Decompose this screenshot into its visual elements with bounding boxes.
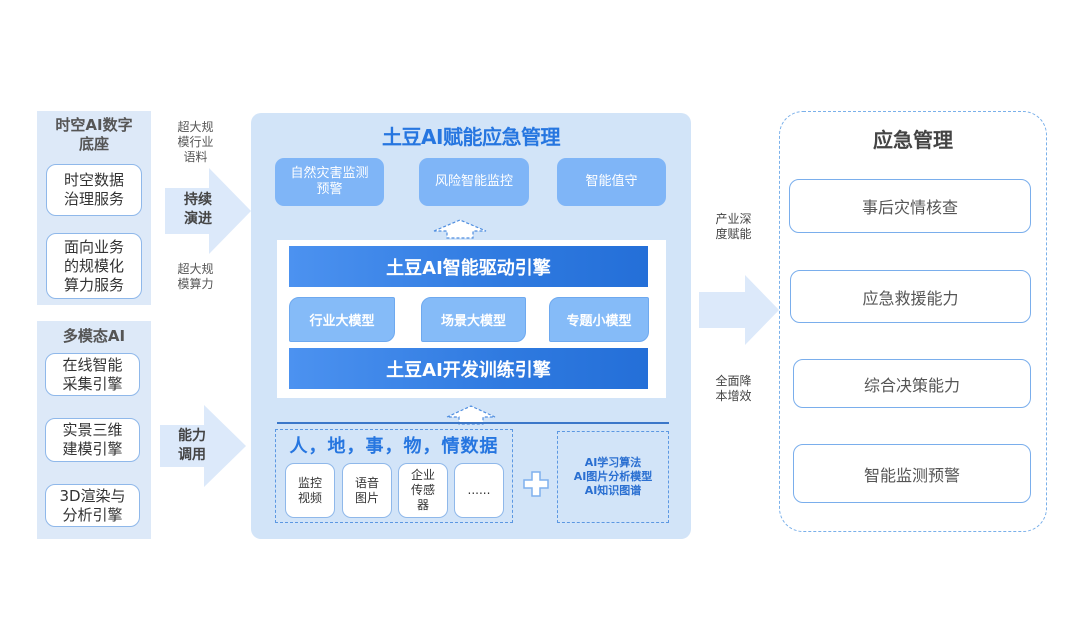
card-scaled-compute-service[interactable]: 面向业务 的规模化 算力服务	[46, 233, 142, 299]
card-line: 3D渲染与	[59, 486, 126, 505]
left-panel-multimodal-ai: 多模态AI 在线智能 采集引擎 实景三维 建模引擎 3D渲染与 分析引擎	[37, 321, 151, 539]
algorithm-item: AI图片分析模型	[573, 470, 653, 483]
label-industry-empowerment: 产业深 度赋能	[706, 212, 761, 242]
algorithm-item: AI知识图谱	[584, 484, 642, 497]
label-line: 语料	[183, 150, 208, 164]
data-card-surveillance-video[interactable]: 监控 视频	[285, 463, 335, 518]
center-title: 土豆AI赋能应急管理	[382, 125, 560, 149]
card-post-disaster-verification[interactable]: 事后灾情核查	[789, 179, 1031, 233]
card-line: 在线智能	[62, 355, 123, 374]
arrow-capability-invoke-icon	[160, 405, 246, 487]
card-line: 时空数据	[63, 171, 124, 189]
label-line: 模行业	[177, 135, 214, 149]
card-line: 企业	[410, 468, 435, 482]
label-line: 演进	[184, 211, 212, 227]
right-panel-emergency-management: 应急管理	[779, 111, 1047, 532]
label-line: 全面降	[715, 374, 752, 388]
label-line: 超大规	[177, 120, 214, 134]
model-industry-large[interactable]: 行业大模型	[289, 297, 395, 342]
card-line: 算力服务	[63, 275, 124, 294]
card-line: 视频	[297, 490, 322, 505]
card-line: 风险智能监控	[434, 174, 513, 189]
data-card-more[interactable]: ......	[454, 463, 504, 518]
card-line: 分析引擎	[62, 505, 123, 524]
left-panel-spatiotemporal-ai-base: 时空AI数字 底座 时空数据 治理服务 面向业务 的规模化 算力服务	[37, 111, 151, 305]
card-line: 实景三维	[62, 421, 123, 439]
data-card-enterprise-sensor[interactable]: 企业 传感 器	[398, 463, 448, 518]
card-line: 智能值守	[585, 174, 638, 189]
label-line: 持续	[184, 192, 212, 208]
right-panel-title: 应急管理	[873, 128, 953, 152]
dashed-up-arrow-icon	[433, 219, 487, 239]
divider-line	[277, 422, 669, 424]
model-scene-large[interactable]: 场景大模型	[421, 297, 526, 342]
label-line: 度赋能	[715, 227, 752, 241]
data-card-voice-image[interactable]: 语音 图片	[342, 463, 392, 518]
engine-ai-dev-training[interactable]: 土豆AI开发训练引擎	[289, 348, 648, 389]
label-capability-invoke: 能力 调用	[167, 427, 217, 465]
card-monitoring-warning[interactable]: 智能监测预警	[793, 444, 1031, 503]
card-disaster-monitoring-warning[interactable]: 自然灾害监测 预警	[275, 158, 384, 206]
card-risk-intelligent-monitoring[interactable]: 风险智能监控	[419, 158, 529, 206]
plus-icon	[523, 471, 549, 497]
card-line: 治理服务	[63, 190, 124, 208]
card-line: ......	[467, 483, 491, 497]
arrow-continuous-evolution-icon	[165, 168, 251, 254]
label-cost-reduction: 全面降 本增效	[706, 374, 761, 404]
card-intelligent-duty[interactable]: 智能值守	[557, 158, 666, 206]
card-line: 传感	[410, 483, 435, 497]
card-line: 器	[416, 498, 429, 512]
card-emergency-rescue[interactable]: 应急救援能力	[790, 270, 1031, 323]
card-3d-realscene-engine[interactable]: 实景三维 建模引擎	[45, 418, 140, 462]
label-massive-compute: 超大规 模算力	[168, 262, 223, 292]
model-topic-small[interactable]: 专题小模型	[549, 297, 649, 342]
card-line: 面向业务	[63, 237, 124, 256]
label-line: 产业深	[715, 212, 752, 226]
label-line: 本增效	[715, 389, 752, 403]
card-line: 监控	[297, 475, 322, 490]
ai-algorithms-box: AI学习算法 AI图片分析模型 AI知识图谱	[557, 431, 669, 523]
engine-ai-driving[interactable]: 土豆AI智能驱动引擎	[289, 246, 648, 287]
card-line: 建模引擎	[62, 440, 123, 458]
data-sources-box: 人，地，事，物，情数据 监控 视频 语音 图片 企业 传感 器 ......	[275, 429, 513, 523]
card-line: 自然灾害监测	[290, 166, 369, 181]
panel-title-line: 时空AI数字	[55, 116, 133, 134]
card-3d-render-analysis-engine[interactable]: 3D渲染与 分析引擎	[45, 484, 140, 527]
panel-title-multimodal-ai: 多模态AI	[62, 327, 126, 345]
dashed-up-arrow-icon	[446, 405, 496, 425]
data-sources-title: 人，地，事，物，情数据	[289, 436, 499, 457]
card-line: 预警	[316, 182, 343, 197]
label-industry-corpus: 超大规 模行业 语料	[168, 120, 223, 165]
card-line: 语音	[354, 475, 379, 490]
label-line: 调用	[178, 447, 206, 463]
panel-title-spatiotemporal-ai-base: 时空AI数字 底座	[37, 116, 151, 154]
algorithm-item: AI学习算法	[584, 456, 642, 469]
panel-title-line: 底座	[78, 135, 109, 153]
card-line: 图片	[354, 490, 379, 505]
card-decision-making[interactable]: 综合决策能力	[793, 359, 1031, 408]
arrow-empowerment-icon	[699, 275, 779, 345]
label-line: 能力	[178, 428, 206, 444]
card-line: 采集引擎	[62, 374, 123, 393]
card-data-governance-service[interactable]: 时空数据 治理服务	[46, 164, 142, 216]
card-line: 的规模化	[63, 256, 124, 275]
card-online-capture-engine[interactable]: 在线智能 采集引擎	[45, 353, 140, 396]
label-line: 模算力	[177, 277, 214, 291]
label-line: 超大规	[177, 262, 214, 276]
label-continuous-evolution: 持续 演进	[173, 191, 223, 229]
